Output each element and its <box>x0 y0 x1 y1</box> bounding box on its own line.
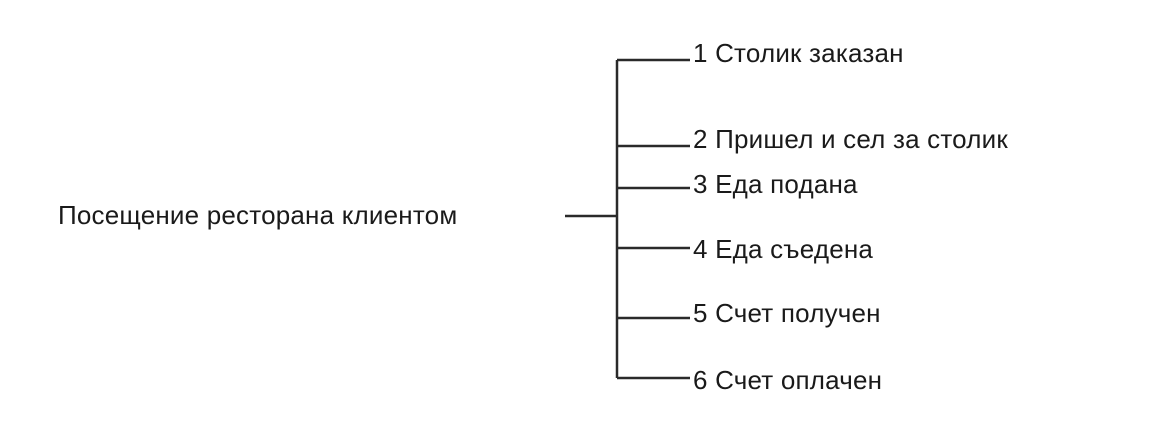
step-label-3: 3 Еда подана <box>693 169 858 199</box>
step-label-5: 5 Счет получен <box>693 298 881 328</box>
step-label-4: 4 Еда съедена <box>693 234 874 264</box>
step-label-2: 2 Пришел и сел за столик <box>693 124 1008 154</box>
root-node-label: Посещение ресторана клиентом <box>58 200 458 230</box>
step-label-6: 6 Счет оплачен <box>693 365 883 395</box>
step-label-1: 1 Столик заказан <box>693 38 904 68</box>
